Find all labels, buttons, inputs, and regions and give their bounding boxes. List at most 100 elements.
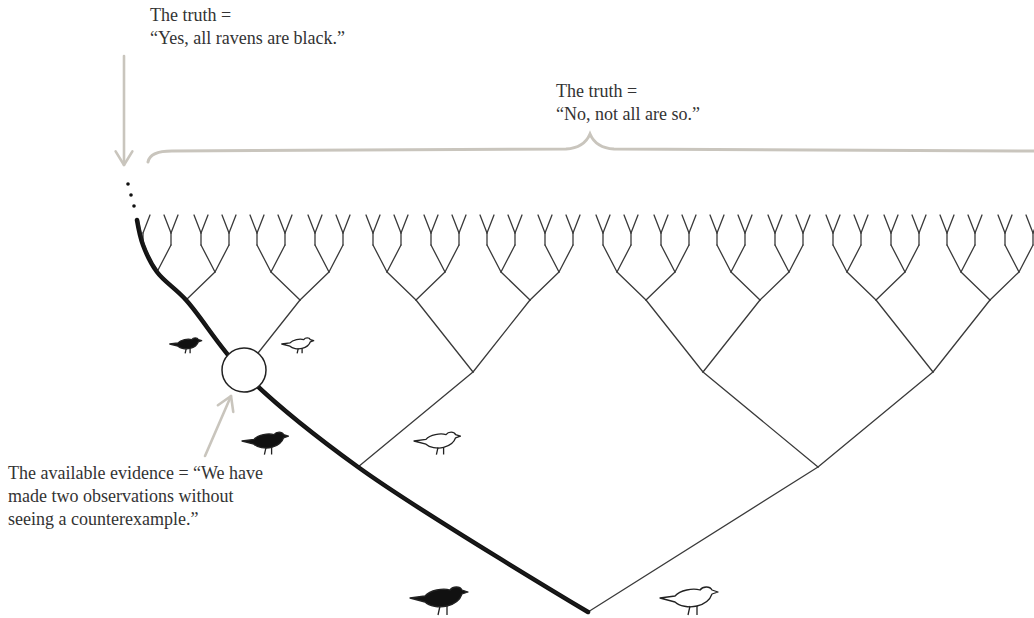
branch-line	[854, 215, 861, 233]
branch-line	[688, 233, 689, 245]
branch-line	[918, 233, 919, 245]
branch-line	[919, 215, 926, 233]
branch-line	[501, 272, 530, 300]
black-raven	[170, 338, 202, 353]
raven-legs	[185, 348, 190, 353]
branch-line	[1004, 233, 1005, 245]
branch-line	[1005, 245, 1019, 272]
branch-line	[603, 245, 617, 272]
branch-line	[661, 245, 675, 272]
white-raven	[660, 587, 718, 615]
note-label: The available evidence = “We have made t…	[8, 462, 263, 531]
branch-line	[968, 215, 975, 233]
branch-line	[624, 215, 631, 233]
raven-legs	[436, 447, 443, 454]
branch-line	[617, 272, 646, 300]
branch-line	[689, 215, 696, 233]
truth-pointer	[116, 56, 133, 165]
branch-line	[890, 233, 891, 245]
continuation-dot	[126, 182, 130, 186]
branch-line	[573, 215, 580, 233]
branch-line	[946, 233, 947, 245]
pointer-shaft	[123, 56, 126, 165]
branch-line	[974, 233, 975, 245]
branch-line	[545, 245, 559, 272]
branch-line	[257, 245, 271, 272]
branch-line	[760, 272, 789, 300]
raven-legs	[688, 606, 697, 615]
branch-line	[315, 215, 322, 233]
raven-legs	[264, 447, 271, 454]
branch-line	[343, 215, 350, 233]
branch-line	[229, 215, 236, 233]
raven-body	[282, 338, 314, 349]
branch-line	[544, 233, 545, 245]
branch-line	[891, 245, 905, 272]
branch-line	[373, 245, 387, 272]
branch-line	[545, 215, 552, 233]
branch-line	[486, 233, 487, 245]
branch-line	[818, 372, 933, 467]
observed-path	[137, 220, 588, 612]
branch-line	[373, 215, 380, 233]
branch-line	[1032, 233, 1033, 245]
branch-line	[372, 233, 373, 245]
branch-line	[912, 215, 919, 233]
branch-line	[416, 300, 473, 372]
raven-body	[410, 587, 468, 607]
branch-line	[646, 272, 675, 300]
branch-line	[186, 272, 215, 300]
branch-line	[975, 215, 982, 233]
branch-line	[675, 245, 689, 272]
branch-line	[387, 272, 416, 300]
branch-line	[271, 272, 300, 300]
branch-line	[508, 215, 515, 233]
branch-line	[366, 215, 373, 233]
branch-line	[833, 245, 847, 272]
branch-line	[228, 233, 229, 245]
branch-line	[661, 215, 668, 233]
raven-legs	[297, 348, 302, 353]
branch-line	[572, 233, 573, 245]
raven-body	[660, 587, 718, 607]
continuation-dot	[129, 193, 133, 197]
branch-line	[400, 233, 401, 245]
branch-line	[774, 233, 775, 245]
branch-line	[201, 245, 215, 272]
black-raven	[242, 432, 288, 454]
branch-line	[308, 215, 315, 233]
branch-line	[940, 215, 947, 233]
branch-line	[487, 245, 501, 272]
branch-line	[387, 245, 401, 272]
branch-line	[617, 245, 631, 272]
branch-line	[445, 245, 459, 272]
branch-line	[905, 245, 919, 272]
branch-line	[861, 215, 868, 233]
branch-line	[171, 215, 178, 233]
branch-line	[847, 272, 876, 300]
branch-line	[514, 233, 515, 245]
raven-body	[170, 338, 202, 349]
branch-line	[431, 245, 445, 272]
raven-body	[242, 432, 288, 448]
branch-line	[329, 245, 343, 272]
branch-line	[703, 372, 818, 467]
branch-line	[342, 233, 343, 245]
branch-line	[768, 215, 775, 233]
branch-line	[278, 215, 285, 233]
branch-line	[284, 233, 285, 245]
curly-brace	[148, 134, 1034, 162]
black-raven	[410, 587, 468, 615]
branch-line	[744, 233, 745, 245]
branch-lines	[143, 215, 1034, 612]
branch-line	[832, 233, 833, 245]
branch-line	[1033, 215, 1034, 233]
branch-line	[826, 215, 833, 233]
branch-line	[515, 215, 522, 233]
branch-line	[452, 215, 459, 233]
branch-line	[876, 300, 933, 372]
branch-line	[559, 245, 573, 272]
branch-line	[596, 215, 603, 233]
branch-line	[416, 272, 445, 300]
